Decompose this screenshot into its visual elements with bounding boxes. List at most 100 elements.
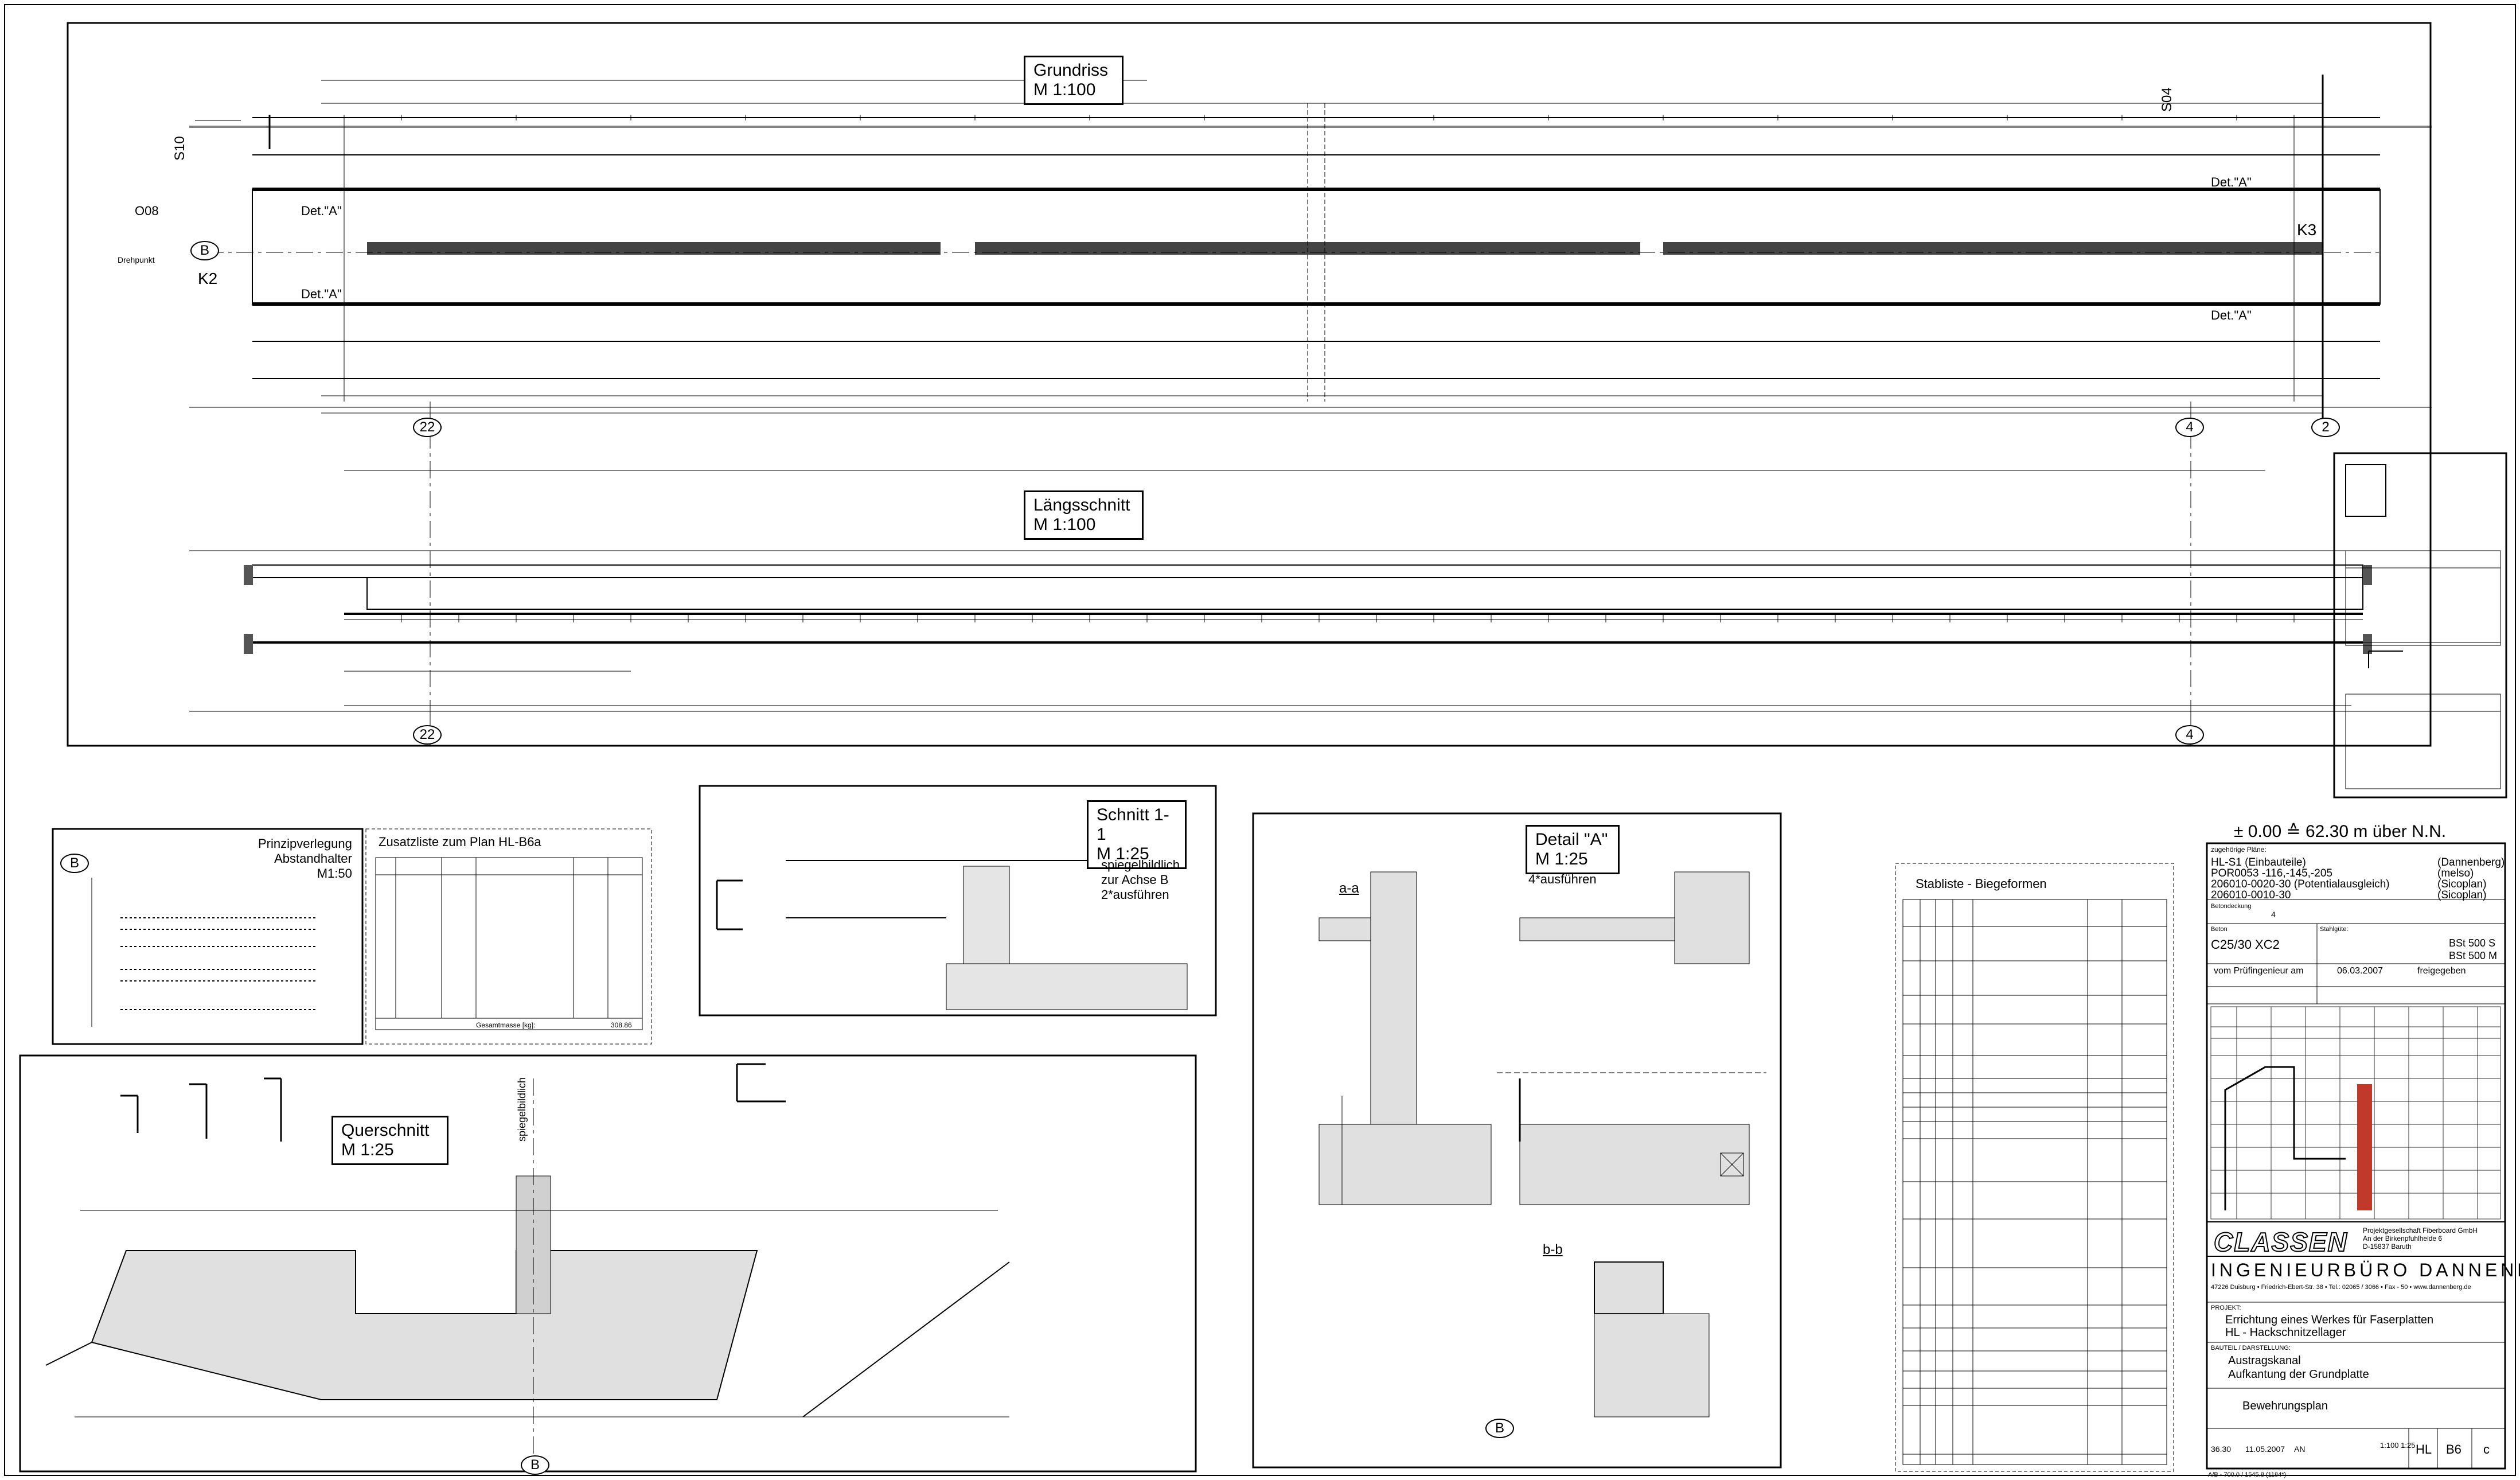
axis-o08: O08 [135, 204, 159, 218]
tb-who-2: (melso) [2437, 867, 2474, 879]
tb-who-1: (Dannenberg) [2437, 856, 2505, 868]
tb-client-3: D-15837 Baruth [2363, 1243, 2412, 1251]
tb-col-1: 36.30 [2211, 1444, 2232, 1454]
laengsschnitt-section [189, 550, 2432, 746]
prinzip-title1: Prinzipverlegung [258, 836, 352, 851]
axis-b-querschnitt: B [521, 1455, 549, 1475]
tb-plan-whos: (Dannenberg) (melso) (Sicoplan) (Sicopla… [2437, 857, 2505, 901]
zusatz-sum-value: 308.86 [611, 1021, 632, 1029]
tb-gehoert: zugehörige Pläne: [2211, 846, 2267, 854]
detailA-title: Detail "A" M 1:25 [1526, 825, 1620, 874]
tb-stahl-1: BSt 500 S [2449, 937, 2496, 949]
axis-s04: S04 [2159, 87, 2175, 112]
tb-col-6: 1:100 1:25 [2380, 1441, 2416, 1450]
prinzip-scale: M1:50 [317, 866, 352, 881]
detailA-scale: M 1:25 [1535, 850, 1588, 868]
tb-projekt-2: HL - Hackschnitzellager [2225, 1326, 2346, 1339]
detA-label-4: Det."A" [2211, 308, 2252, 322]
axis-22-top: 22 [413, 418, 442, 437]
tb-client-1: Projektgesellschaft Fiberboard GmbH [2363, 1226, 2478, 1234]
tb-freigegeben: freigegeben [2417, 966, 2466, 976]
tb-col-9: c [2483, 1442, 2490, 1456]
tb-plantype: Bewehrungsplan [2242, 1400, 2328, 1412]
title-block [2206, 842, 2506, 1470]
zusatz-title: Zusatzliste zum Plan HL-B6a [379, 835, 541, 849]
zusatz-sum-label: Gesamtmasse [kg]: [476, 1021, 536, 1029]
detailA-aa: a-a [1339, 881, 1359, 896]
grundriss-title-text: Grundriss [1033, 61, 1109, 80]
detailA-bb: b-b [1543, 1242, 1563, 1257]
tb-plan-names: HL-S1 (Einbauteile) POR0053 -116,-145,-2… [2211, 857, 2390, 901]
tb-beton-label: Beton [2211, 926, 2228, 933]
schnitt11-title-text: Schnitt 1-1 [1097, 805, 1169, 844]
querschnitt-mirror: spiegelbildlich [516, 1077, 528, 1142]
tb-col-7: HL [2416, 1442, 2432, 1456]
detA-label-3: Det."A" [2211, 175, 2252, 189]
detailA-title-text: Detail "A" [1535, 830, 1608, 849]
tb-plan-4: 206010-0010-30 [2211, 889, 2291, 901]
tb-office: INGENIEURBÜRO DANNENBERG [2211, 1260, 2520, 1280]
prinzip-title2: Abstandhalter [274, 851, 352, 866]
laengsschnitt-scale: M 1:100 [1033, 515, 1096, 534]
laengsschnitt-ticks [401, 614, 2295, 622]
laengsschnitt-title-text: Längsschnitt [1033, 496, 1130, 515]
tb-office-addr: 47226 Duisburg • Friedrich-Ebert-Str. 38… [2211, 1284, 2471, 1291]
axis-b-prinzip: B [60, 854, 89, 873]
tb-logo: CLASSEN [2213, 1226, 2348, 1257]
tb-client: Projektgesellschaft Fiberboard GmbH An d… [2363, 1226, 2478, 1251]
detailA-note: 4*ausführen [1528, 872, 1597, 886]
tb-expo-value: 4 [2271, 910, 2276, 919]
tb-pruef-date: 06.03.2007 [2337, 966, 2384, 976]
querschnitt-panel [19, 1054, 1197, 1473]
tb-bauteil-label: BAUTEIL / DARSTELLUNG: [2211, 1345, 2291, 1352]
stabliste-title: Stabliste - Biegeformen [1916, 877, 2047, 891]
stabliste-table [1895, 863, 2174, 1472]
axis-b-plan: B [190, 241, 219, 260]
tb-projekt-1: Errichtung eines Werkes für Faserplatten [2225, 1314, 2434, 1326]
tb-plan-1: HL-S1 (Einbauteile) [2211, 856, 2306, 868]
axis-2: 2 [2311, 418, 2340, 437]
tb-expo-label: Betondeckung [2211, 903, 2252, 910]
schnitt11-notes: spiegelbildlich zur Achse B 2*ausführen [1101, 858, 1180, 902]
tb-bauteil: Austragskanal Aufkantung der Grundplatte [2228, 1354, 2369, 1381]
tb-beton-value: C25/30 XC2 [2211, 937, 2280, 952]
bending-panel-right [2333, 452, 2507, 799]
axis-b-detail: B [1485, 1419, 1514, 1438]
tb-projekt: Errichtung eines Werkes für Faserplatten… [2225, 1314, 2433, 1339]
detA-label-2: Det."A" [301, 287, 342, 301]
tb-bauteil-2: Aufkantung der Grundplatte [2228, 1368, 2369, 1381]
detA-label-1: Det."A" [301, 204, 342, 218]
tb-bauteil-1: Austragskanal [2228, 1354, 2301, 1367]
axis-drehpunkt: Drehpunkt [118, 255, 155, 264]
zusatzliste-panel [365, 828, 652, 1045]
axis-k2: K2 [198, 270, 218, 287]
grundriss-plan [189, 75, 2432, 746]
tb-col-8: B6 [2446, 1442, 2462, 1456]
axis-k3: K3 [2297, 221, 2317, 239]
laengsschnitt-title: Längsschnitt M 1:100 [1024, 490, 1144, 540]
axis-22-bottom: 22 [413, 725, 442, 745]
schnitt11-note2: zur Achse B [1101, 873, 1169, 887]
prinzip-panel [52, 828, 364, 1045]
tb-col-3: AN [2294, 1444, 2306, 1454]
querschnitt-title: Querschnitt M 1:25 [331, 1116, 448, 1165]
grundriss-ticks [401, 115, 2237, 120]
level-note: ± 0.00 ≙ 62.30 m über N.N. [2234, 822, 2447, 841]
tb-pruef: vom Prüfingenieur am [2214, 966, 2304, 976]
tb-col-2: 11.05.2007 [2245, 1444, 2285, 1454]
axis-4-top: 4 [2175, 418, 2204, 437]
tb-who-4: (Sicoplan) [2437, 889, 2487, 901]
tb-projekt-label: PROJEKT: [2211, 1304, 2241, 1311]
tb-stahl-2: BSt 500 M [2449, 950, 2498, 961]
querschnitt-scale: M 1:25 [341, 1140, 394, 1159]
axis-s10: S10 [172, 136, 188, 161]
schnitt11-panel [699, 785, 1217, 1016]
plan-frame [67, 22, 2432, 747]
schnitt11-scale: M 1:25 [1097, 844, 1149, 863]
footer-ref: A/B - 700.0 / 1545.8 (1184*) [2208, 1471, 2287, 1478]
tb-client-2: An der Birkenpfuhlheide 6 [2363, 1234, 2443, 1243]
prinzip-title: Prinzipverlegung Abstandhalter M1:50 [258, 836, 352, 881]
axis-4-bottom: 4 [2175, 725, 2204, 745]
grundriss-title: Grundriss M 1:100 [1024, 56, 1124, 105]
